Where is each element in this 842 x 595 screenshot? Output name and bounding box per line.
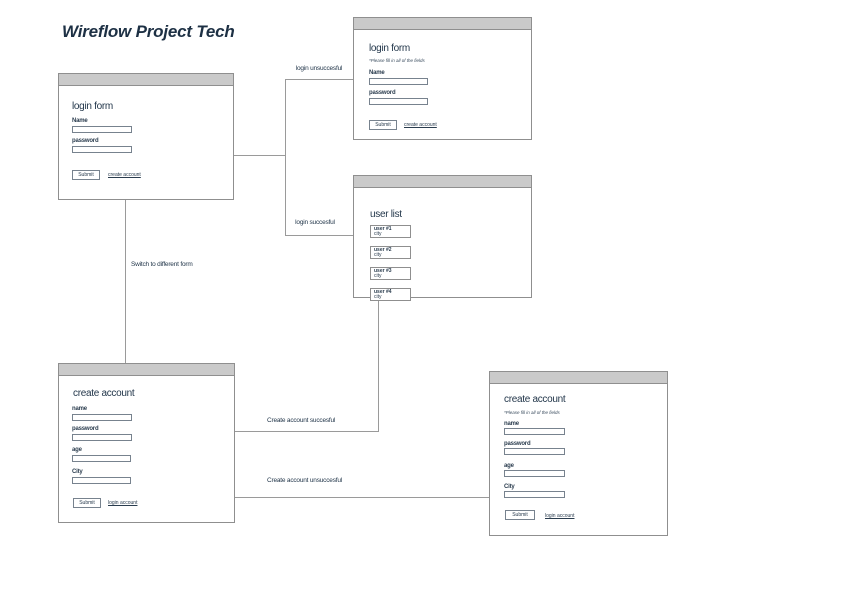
age-field-label: age [72,447,82,453]
login-account-link[interactable]: login account [108,500,138,506]
city-field-label: City [72,469,83,475]
frame-body: login form Name password Submit create a… [59,86,233,199]
frame-heading: create account [504,394,566,405]
password-field-label: password [504,441,531,447]
password-field-label: password [72,426,99,432]
user-city: city [374,231,382,237]
age-field-label: age [504,463,514,469]
frame-note: *Please fill in all of the fields [504,410,560,415]
password-input[interactable] [72,434,132,441]
name-input[interactable] [72,414,132,421]
password-field-label: password [72,138,99,144]
window-titlebar [59,74,233,86]
create-account-link[interactable]: create account [108,172,141,178]
connector-label-create-successful: Create account succesful [267,417,336,424]
city-input[interactable] [504,491,565,498]
connector-line-login-unsuccessful [285,79,353,80]
submit-button[interactable]: Submit [369,120,397,130]
password-input[interactable] [72,146,132,153]
connector-line-login-out [234,155,286,156]
login-account-link[interactable]: login account [545,513,575,519]
frame-heading: user list [370,209,402,220]
frame-body: login form *Please fill in all of the fi… [354,30,531,139]
frame-heading: create account [73,388,135,399]
password-input[interactable] [369,98,428,105]
user-list-item[interactable]: user #2 city [370,246,411,259]
frame-heading: login form [369,43,410,54]
age-input[interactable] [504,470,565,477]
connector-line-create-successful-v [378,298,379,432]
name-field-label: Name [369,70,385,76]
user-city: city [374,294,382,300]
user-list-item[interactable]: user #3 city [370,267,411,280]
window-titlebar [354,176,531,188]
age-input[interactable] [72,455,131,462]
password-input[interactable] [504,448,565,455]
connector-label-login-successful: login succesful [295,219,335,226]
user-list-item[interactable]: user #4 city [370,288,411,301]
connector-line-create-unsuccessful [235,497,489,498]
name-input[interactable] [72,126,132,133]
submit-button[interactable]: Submit [72,170,100,180]
frame-user-list: user list user #1 city user #2 city user… [353,175,532,301]
window-titlebar [490,372,667,384]
frame-body: user list user #1 city user #2 city user… [354,188,531,301]
name-input[interactable] [504,428,565,435]
window-titlebar [354,18,531,30]
city-field-label: City [504,484,515,490]
frame-login-form-error: login form *Please fill in all of the fi… [353,17,532,140]
user-name: user #2 [374,247,392,253]
connector-line-login-branch [285,79,286,236]
frame-body: create account name password age City Su… [59,376,234,522]
create-account-link[interactable]: create account [404,122,437,128]
frame-login-form-main: login form Name password Submit create a… [58,73,234,200]
frame-heading: login form [72,101,113,112]
name-field-label: name [504,421,519,427]
user-name: user #1 [374,226,392,232]
user-name: user #4 [374,289,392,295]
frame-body: create account *Please fill in all of th… [490,384,667,535]
frame-create-account-error: create account *Please fill in all of th… [489,371,668,536]
user-name: user #3 [374,268,392,274]
connector-line-login-successful [285,235,353,236]
frame-note: *Please fill in all of the fields [369,58,425,63]
diagram-title: Wireflow Project Tech [62,22,235,41]
user-city: city [374,252,382,258]
window-titlebar [59,364,234,376]
connector-label-switch-form: Switch to different form [131,261,193,268]
city-input[interactable] [72,477,131,484]
connector-line-create-successful-h [235,431,378,432]
user-city: city [374,273,382,279]
submit-button[interactable]: Submit [73,498,101,508]
connector-label-login-unsuccessful: login unsuccesful [295,65,343,72]
connector-label-create-unsuccessful: Create account unsuccesful [267,477,343,484]
user-list-item[interactable]: user #1 city [370,225,411,238]
connector-line-switch-form [125,178,126,363]
frame-create-account-main: create account name password age City Su… [58,363,235,523]
name-field-label: Name [72,118,88,124]
name-input[interactable] [369,78,428,85]
submit-button[interactable]: Submit [505,510,535,520]
password-field-label: password [369,90,396,96]
name-field-label: name [72,406,87,412]
